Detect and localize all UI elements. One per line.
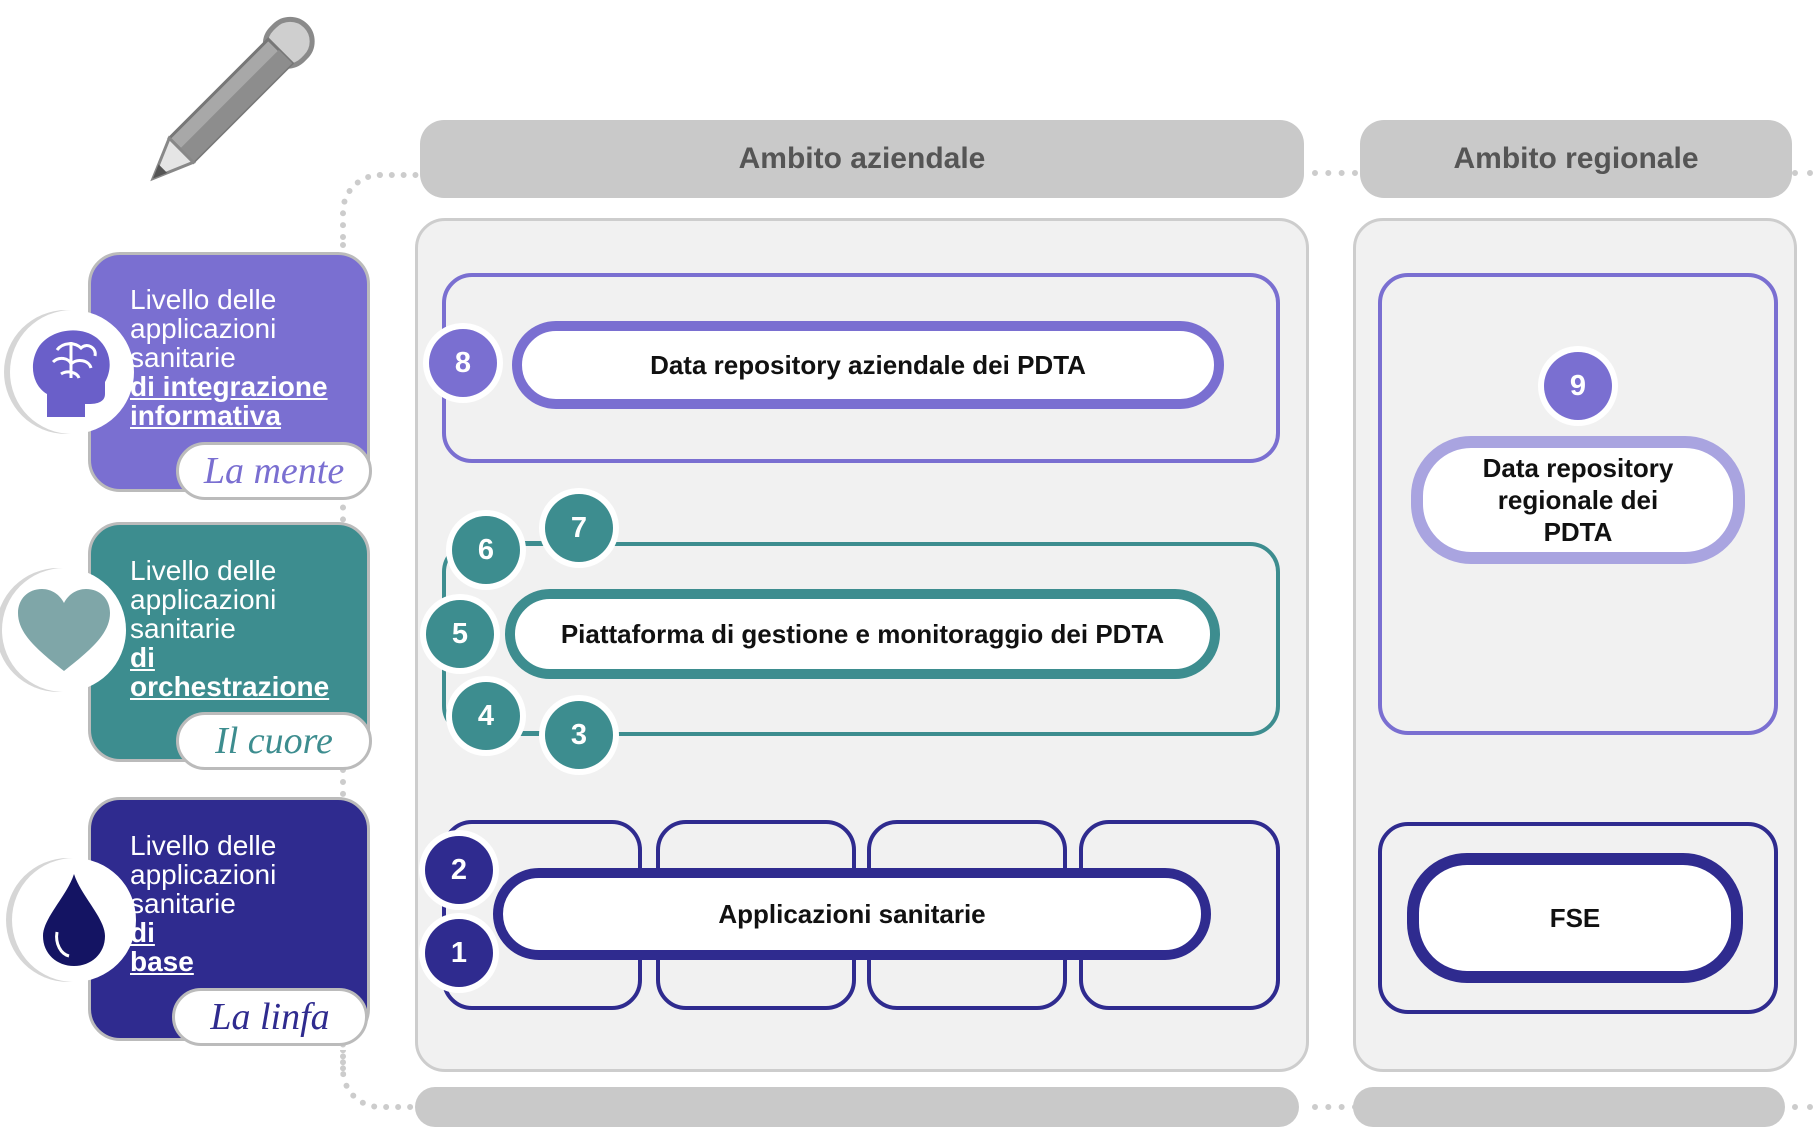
frame-regionale-fse (1378, 822, 1778, 1014)
level-base-line3: sanitarie (130, 888, 236, 919)
frame-regionale-repository (1378, 273, 1778, 735)
applicazioni-sanitarie[interactable]: Applicazioni sanitarie (493, 868, 1211, 960)
badge-3: 3 (545, 701, 613, 769)
pencil-icon (150, 16, 315, 182)
badge-2: 2 (425, 836, 493, 904)
connector-6-7 (518, 541, 548, 545)
level-integrazione-icon-disc (10, 310, 134, 434)
level-integrazione-emph2: informativa (130, 400, 281, 431)
header-ambito-regionale: Ambito regionale (1360, 120, 1792, 198)
dotted-connector-top-left (340, 172, 420, 242)
level-base-icon-disc (12, 858, 136, 982)
level-integrazione-line3: sanitarie (130, 342, 236, 373)
level-orchestrazione-line2: applicazioni (130, 584, 277, 615)
dotted-connector-bottom-right (1792, 1104, 1813, 1110)
dotted-connector-bottom-left (340, 1050, 420, 1110)
fse-box[interactable]: FSE (1407, 853, 1743, 983)
level-orchestrazione-line1: Livello delle (130, 555, 277, 586)
level-base-line1: Livello delle (130, 830, 277, 861)
connector-4-3 (518, 731, 548, 735)
footer-bar-regionale (1353, 1087, 1785, 1127)
badge-9: 9 (1544, 352, 1612, 420)
badge-1: 1 (425, 919, 493, 987)
motto-la-mente: La mente (176, 442, 372, 500)
level-orchestrazione-emph1: di (130, 642, 155, 673)
level-integrazione-line2: applicazioni (130, 313, 277, 344)
motto-la-linfa: La linfa (172, 988, 368, 1046)
level-base-text: Livello delle applicazioni sanitarie di … (130, 831, 370, 976)
level-integrazione-emph1: di integrazione (130, 371, 328, 402)
badge-5: 5 (426, 600, 494, 668)
level-integrazione-line1: Livello delle (130, 284, 277, 315)
level-integrazione-text: Livello delle applicazioni sanitarie di … (130, 285, 370, 430)
level-orchestrazione-line3: sanitarie (130, 613, 236, 644)
badge-6: 6 (452, 516, 520, 584)
dotted-connector-top-right (1792, 170, 1813, 176)
dotted-connector-top-middle (1312, 170, 1358, 176)
header-ambito-aziendale: Ambito aziendale (420, 120, 1304, 198)
badge-4: 4 (452, 682, 520, 750)
heart-icon (18, 589, 110, 671)
badge-7: 7 (545, 494, 613, 562)
footer-bar-aziendale (415, 1087, 1299, 1127)
level-base-emph1: di (130, 917, 155, 948)
level-base-line2: applicazioni (130, 859, 277, 890)
data-repository-regionale[interactable]: Data repository regionale dei PDTA (1411, 436, 1745, 564)
data-repository-aziendale[interactable]: Data repository aziendale dei PDTA (512, 321, 1224, 409)
level-orchestrazione-emph2: orchestrazione (130, 671, 330, 702)
level-base-emph2: base (130, 946, 194, 977)
level-orchestrazione-icon-disc (2, 568, 126, 692)
drop-icon (43, 874, 105, 966)
brain-icon (32, 330, 110, 417)
level-orchestrazione-text: Livello delle applicazioni sanitarie di … (130, 556, 370, 701)
badge-8: 8 (429, 329, 497, 397)
dotted-connector-bottom-middle (1312, 1104, 1358, 1110)
piattaforma-gestione[interactable]: Piattaforma di gestione e monitoraggio d… (505, 589, 1220, 679)
motto-il-cuore: Il cuore (176, 712, 372, 770)
